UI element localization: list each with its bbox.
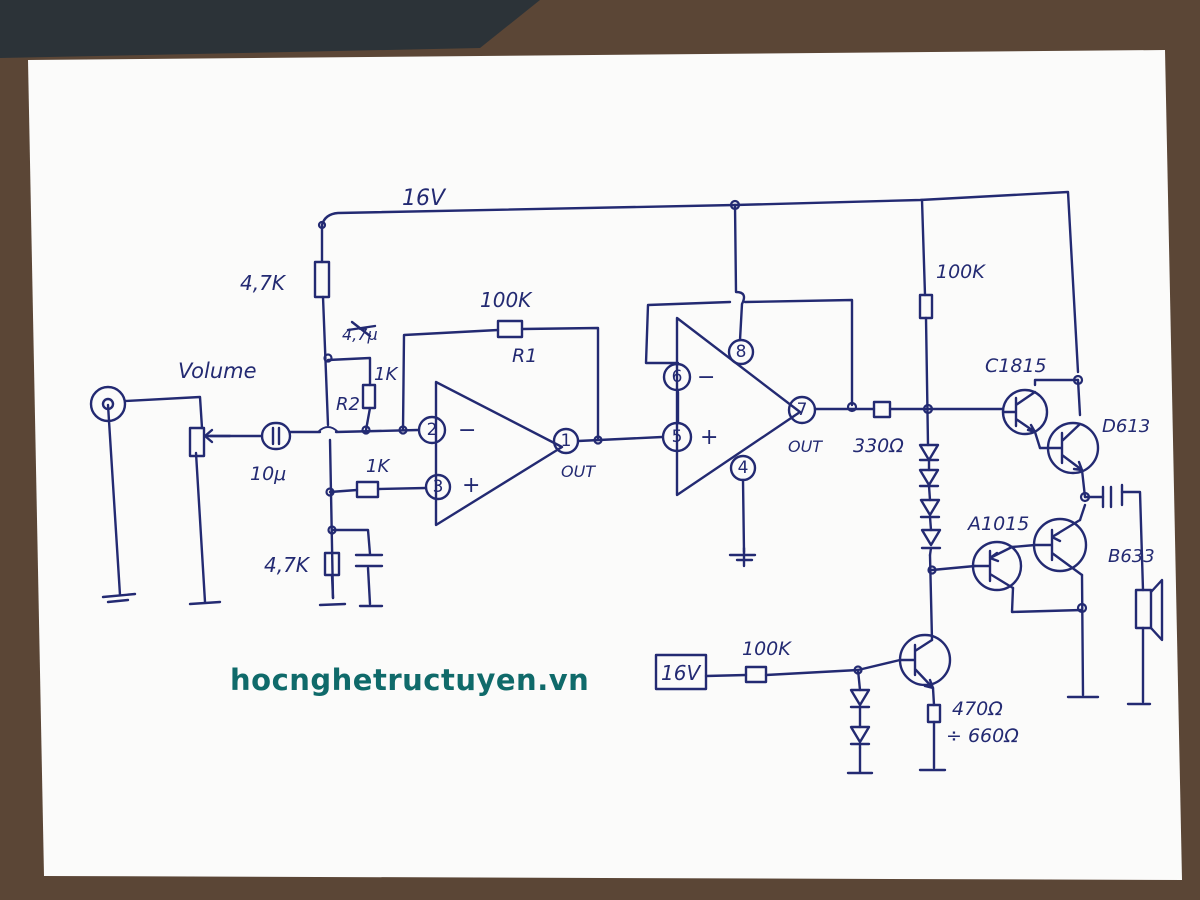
- pin-circles: [417, 338, 817, 501]
- pin-5: 5: [672, 427, 683, 447]
- transistors: [898, 388, 1100, 690]
- label-100k-right: 100K: [936, 261, 986, 283]
- pin-2: 2: [427, 420, 438, 440]
- pin-7: 7: [797, 400, 808, 420]
- label-d613: D613: [1102, 416, 1150, 437]
- opamp-b: [675, 316, 802, 497]
- pin-8: 8: [736, 342, 747, 362]
- junctions: [317, 199, 1091, 675]
- resistor-r2: [361, 383, 377, 410]
- diodes: [849, 443, 942, 750]
- label-r2-name: R2: [336, 394, 360, 415]
- input-jack: [89, 385, 127, 423]
- speaker-cone: [1149, 578, 1164, 642]
- label-r-pin3: 1K: [366, 456, 390, 477]
- label-feedback-name: R1: [512, 345, 537, 367]
- watermark-text: hocnghetructuyen.vn: [230, 663, 589, 697]
- volume-wiper-arrow: [203, 428, 232, 444]
- label-r2-value: 1K: [374, 364, 398, 385]
- resistor-100k-bias: [744, 665, 768, 684]
- resistor-100k-right: [918, 293, 934, 320]
- label-a1015: A1015: [966, 513, 1029, 535]
- opamp-a-minus: −: [458, 418, 476, 443]
- cap-output: [1101, 483, 1124, 509]
- label-b633: B633: [1108, 546, 1155, 567]
- label-16v-rail: 16V: [402, 186, 447, 211]
- pin-1: 1: [561, 431, 572, 451]
- ground-symbols: [101, 546, 1152, 775]
- label-r-top: 4,7K: [240, 271, 287, 295]
- speaker-body: [1134, 588, 1153, 630]
- label-cap-crossed: 4,7μ: [342, 325, 378, 344]
- pin-3: 3: [433, 477, 444, 497]
- volume-pot: [188, 426, 206, 458]
- cap-crossed: [346, 320, 377, 338]
- capacitors: [260, 320, 1124, 568]
- label-c1815: C1815: [985, 355, 1047, 377]
- wire-crossover: [317, 426, 339, 433]
- resistor-330: [872, 400, 892, 419]
- label-volume: Volume: [178, 359, 257, 383]
- label-out-b: OUT: [788, 437, 823, 456]
- supply-box: [654, 653, 708, 691]
- labels: 16V 4,7K 4,7K 1K R2 1K 4,7μ 100K R1 Volu…: [178, 186, 1155, 747]
- input-jack-center: [101, 397, 115, 411]
- label-r-bottom: 4,7K: [264, 553, 311, 577]
- resistor-emitter: [926, 703, 942, 724]
- cap-10u: [260, 421, 292, 451]
- opamp-a-plus: +: [462, 473, 480, 498]
- label-470: 470Ω: [952, 698, 1003, 720]
- resistor-4k7-bottom: [323, 551, 341, 577]
- opamp-b-plus: +: [700, 425, 718, 450]
- opamp-a: [434, 380, 564, 527]
- pin-numbers: 1 2 3 5 6 7 8 4: [427, 342, 808, 497]
- resistor-1k-pin3: [355, 480, 380, 499]
- label-660: ÷ 660Ω: [946, 725, 1019, 747]
- label-feedback-value: 100K: [480, 288, 533, 312]
- laptop-corner: [0, 0, 540, 58]
- label-supply-box: 16V: [661, 661, 701, 685]
- resistor-4k7-top: [313, 260, 331, 299]
- label-cap-input: 10μ: [250, 463, 286, 485]
- transistor-a1015: [971, 540, 1023, 592]
- resistors: [188, 260, 1164, 724]
- label-out-a: OUT: [561, 462, 596, 481]
- label-100k-bias: 100K: [742, 638, 792, 660]
- opamp-b-minus: −: [697, 365, 715, 390]
- pin-6: 6: [672, 367, 683, 387]
- polarity-marks: − + − +: [458, 365, 718, 498]
- op-amps: [434, 316, 802, 527]
- label-330: 330Ω: [853, 435, 904, 457]
- resistor-r1-feedback: [496, 319, 524, 339]
- cap-bottom: [354, 553, 384, 568]
- pin-4: 4: [738, 458, 749, 478]
- paper-sheet: [28, 50, 1182, 880]
